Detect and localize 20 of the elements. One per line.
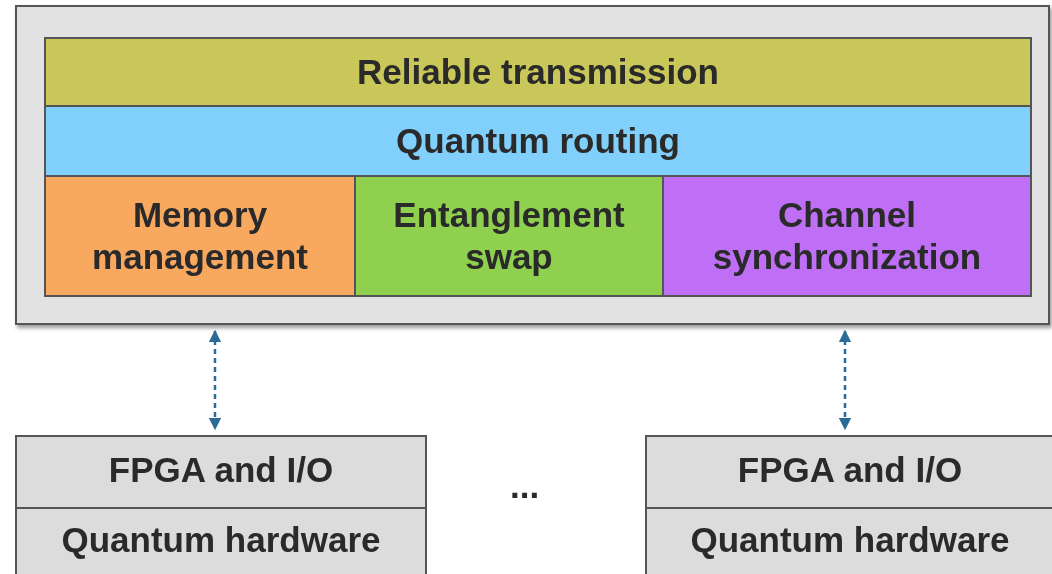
module-box <box>44 175 356 297</box>
ellipsis-label: ... <box>510 465 540 507</box>
layer-band <box>44 105 1032 177</box>
box-label: FPGA and I/O <box>736 449 964 491</box>
module-title: Entanglement swap <box>392 194 626 278</box>
box-label: Quantum hardware <box>60 519 382 561</box>
dashed-arrow <box>838 329 852 431</box>
module-title: Memory management <box>91 194 309 278</box>
hardware-box <box>15 435 427 574</box>
dashed-arrow <box>208 329 222 431</box>
box-label: Quantum hardware <box>689 519 1011 561</box>
layer-band <box>44 37 1032 107</box>
module-box <box>662 175 1032 297</box>
module-box <box>354 175 664 297</box>
module-title: Channel synchronization <box>711 194 983 278</box>
layer-title: Reliable transmission <box>357 51 719 93</box>
layer-title: Quantum routing <box>396 120 680 162</box>
hardware-box <box>645 435 1052 574</box>
outer-panel <box>15 5 1050 325</box>
box-label: FPGA and I/O <box>107 449 335 491</box>
